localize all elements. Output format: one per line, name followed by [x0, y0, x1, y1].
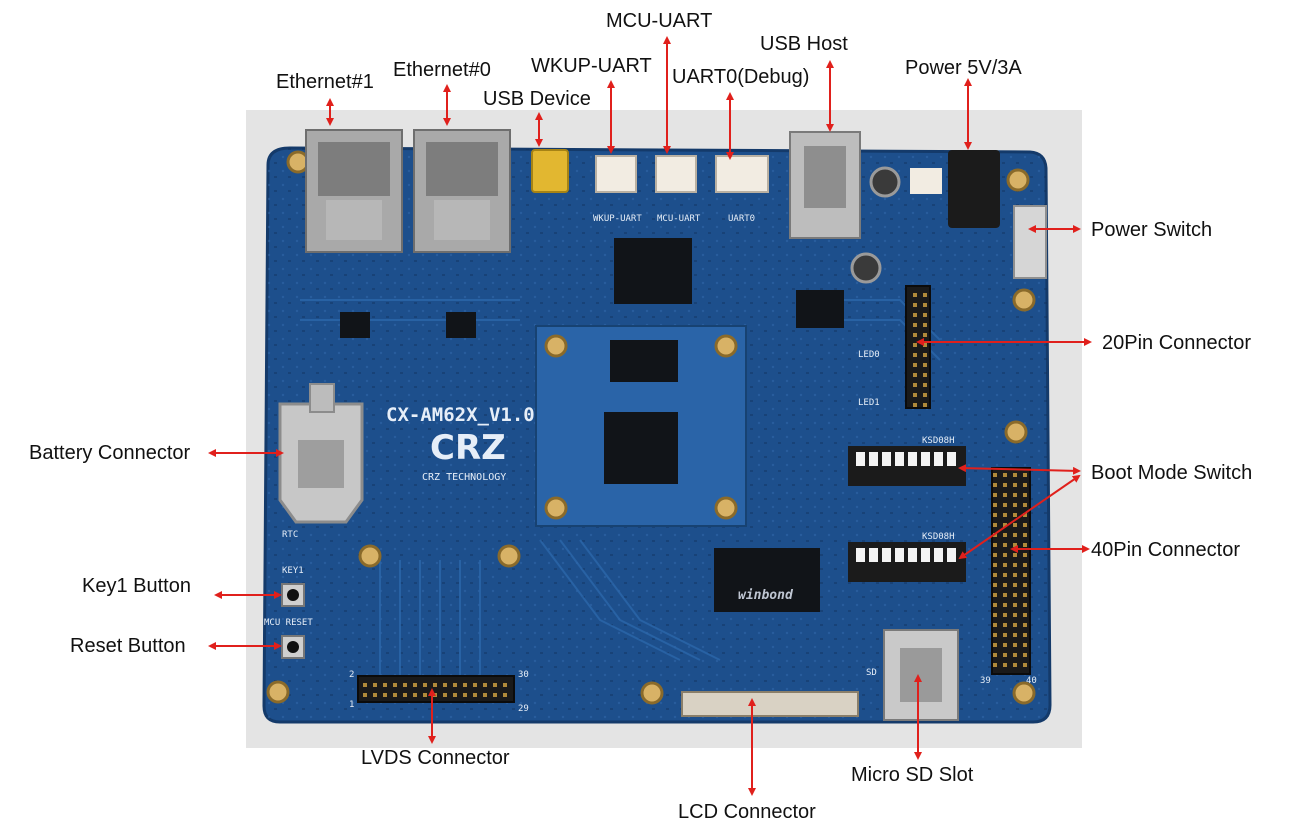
silk-wkup: WKUP-UART	[593, 214, 642, 224]
silk-led1: LED1	[858, 398, 880, 408]
mounting-holes	[266, 150, 1036, 705]
silk-pin1: 1	[349, 700, 355, 710]
silk-mcu-reset: MCU RESET	[264, 618, 313, 628]
chip-brand: winbond	[738, 588, 793, 603]
label-usb-host: USB Host	[760, 33, 848, 55]
label-20pin: 20Pin Connector	[1102, 332, 1251, 354]
silk-mcu: MCU-UART	[657, 214, 701, 224]
usb-device-port	[531, 149, 569, 193]
ethernet-jacks	[305, 129, 511, 253]
label-ethernet0: Ethernet#0	[393, 59, 491, 81]
label-uart0: UART0(Debug)	[672, 66, 810, 88]
board-brand-text: CRZ TECHNOLOGY	[422, 472, 507, 483]
annotation-arrows	[208, 36, 1092, 796]
silk-switch-a: KSD08H	[922, 436, 955, 446]
label-lcd: LCD Connector	[678, 801, 816, 823]
dip-switches	[848, 446, 966, 582]
board-model-text: CX-AM62X_V1.0	[386, 404, 535, 426]
header-20pin	[905, 285, 931, 409]
flash-chip	[714, 548, 820, 612]
label-battery: Battery Connector	[29, 442, 191, 464]
board-logo-text: CRZ	[430, 428, 506, 468]
label-wkup-uart: WKUP-UART	[531, 55, 652, 77]
power-switch-body	[1013, 205, 1047, 279]
label-reset: Reset Button	[70, 635, 186, 657]
battery-holder	[278, 383, 364, 524]
label-power: Power 5V/3A	[905, 57, 1022, 79]
silk-rtc: RTC	[282, 530, 299, 540]
label-mcu-uart: MCU-UART	[606, 10, 713, 32]
silk-key1: KEY1	[282, 566, 304, 576]
header-lvds	[357, 675, 515, 703]
label-lvds: LVDS Connector	[361, 747, 510, 769]
header-40pin	[991, 467, 1031, 675]
silk-pin2: 2	[349, 670, 355, 680]
lcd-fpc	[681, 691, 859, 717]
label-ethernet1: Ethernet#1	[276, 71, 374, 93]
silk-switch-b: KSD08H	[922, 532, 955, 542]
label-boot-mode: Boot Mode Switch	[1091, 462, 1253, 484]
label-micro-sd: Micro SD Slot	[851, 764, 974, 786]
silk-uart0: UART0	[728, 214, 756, 224]
som-module	[535, 325, 747, 527]
silk-pin39: 39	[980, 676, 991, 686]
silk-pin30: 30	[518, 670, 529, 680]
ram-chip	[614, 238, 692, 304]
label-key1: Key1 Button	[82, 575, 191, 597]
uart-connectors	[595, 155, 769, 193]
silk-pin40: 40	[1026, 676, 1037, 686]
power-jack	[948, 150, 1000, 228]
silk-sd: SD	[866, 668, 877, 678]
silk-led0: LED0	[858, 350, 880, 360]
label-usb-device: USB Device	[483, 88, 591, 110]
label-40pin: 40Pin Connector	[1091, 539, 1240, 561]
label-power-switch: Power Switch	[1091, 219, 1213, 241]
silk-pin29: 29	[518, 704, 529, 714]
